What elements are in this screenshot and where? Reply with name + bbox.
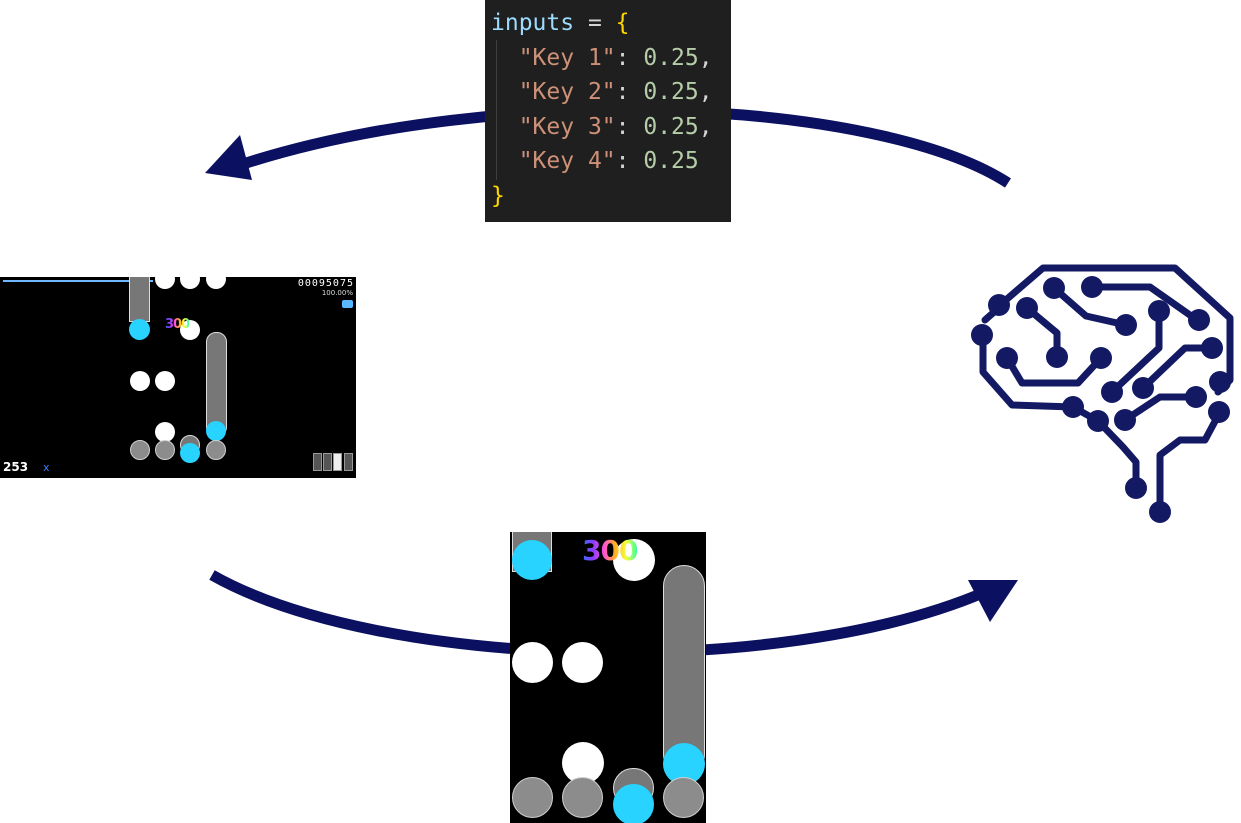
code-panel: inputs = { "Key 1": 0.25, "Key 2": 0.25,… (485, 0, 731, 222)
combo-suffix: x (43, 461, 50, 474)
code-line-1: inputs = { (491, 10, 630, 36)
note (512, 540, 552, 580)
score: 00095075 (297, 278, 354, 289)
receptor (206, 440, 226, 460)
note (562, 642, 603, 683)
judgement-text: 300 (582, 534, 638, 567)
mod-badge (342, 300, 353, 308)
game-screenshot-small: 00095075 100.00% 300 253 x (0, 277, 356, 478)
code-line-6: } (491, 183, 505, 209)
note (155, 371, 175, 391)
combo-counter: 253 (3, 460, 29, 474)
note (206, 277, 226, 289)
note (155, 277, 175, 289)
note (155, 422, 175, 442)
receptor (663, 777, 704, 818)
note (512, 642, 553, 683)
receptor (130, 440, 150, 460)
progress-bar (3, 280, 153, 282)
note (129, 319, 150, 340)
code-line-4: "Key 3": 0.25, (518, 114, 713, 140)
note (613, 539, 655, 581)
note (180, 320, 200, 340)
game-screenshot-zoomed: 300 (510, 532, 706, 823)
note (130, 371, 150, 391)
receptor (562, 777, 603, 818)
code-line-2: "Key 1": 0.25, (518, 45, 713, 71)
code-line-3: "Key 2": 0.25, (518, 79, 713, 105)
receptor (512, 777, 553, 818)
indent-guide (496, 40, 497, 180)
hold-note (129, 277, 150, 322)
arrow-bottom-head (968, 580, 1018, 622)
key-indicator (333, 453, 342, 471)
key-indicator (344, 453, 353, 471)
arrow-top-head (205, 135, 252, 180)
note (613, 784, 654, 823)
receptor (155, 440, 175, 460)
code-line-5: "Key 4": 0.25 (518, 148, 699, 174)
key-indicator (323, 453, 332, 471)
note (180, 443, 200, 463)
judgement-text: 300 (165, 317, 190, 332)
key-indicator (313, 453, 322, 471)
hold-note (663, 565, 705, 775)
accuracy: 100.00% (321, 289, 353, 297)
note (180, 277, 200, 289)
brain-circuit-icon (971, 264, 1234, 523)
note (206, 421, 226, 441)
